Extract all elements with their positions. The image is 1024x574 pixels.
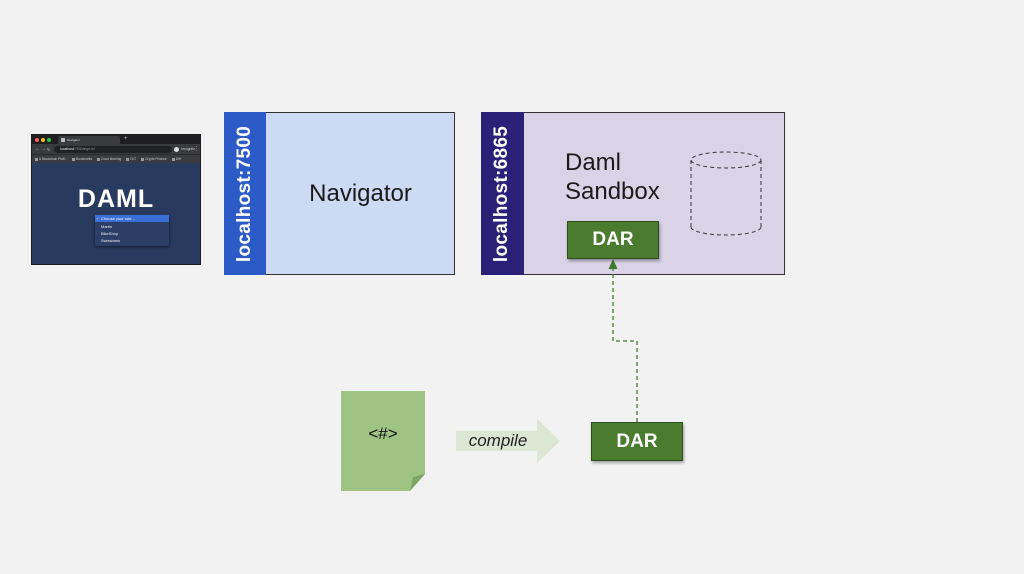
browser-tab-bar: Navigator + [32,135,200,144]
sandbox-title-line1: Daml [565,149,622,176]
role-option: Swissbank [101,238,121,244]
output-dar-box: DAR [591,422,683,461]
daml-logo: DAML [77,185,155,213]
compile-arrow [456,419,560,463]
navigator-title: Navigator [309,180,412,207]
browser-screenshot: Navigator + ← → ↻ localhost:7500/sign-in… [31,134,201,265]
new-tab-icon: + [124,136,128,142]
role-dropdown: Choose your role... Martin BikeShop Swis… [95,214,169,246]
incognito-label: Incognito [181,147,196,151]
browser-tab-title: Navigator [67,138,80,142]
url-field: localhost:7500/sign-in/ [54,145,172,153]
sandbox-port-band: localhost:6865 [481,112,524,275]
minimize-window-icon [41,138,45,142]
bookmark-item: DLT [126,155,136,163]
deploy-connector [608,259,638,422]
bookmarks-bar: A Blockchain Platf... Bookmarks Good Mor… [32,154,200,163]
sandbox-title: Daml Sandbox [565,148,660,206]
sandbox-title-line2: Sandbox [565,178,660,205]
url-path: :7500/sign-in/ [73,146,95,151]
tab-favicon-icon [61,138,65,142]
bookmark-item: A Blockchain Platf... [35,155,67,163]
role-option: Martin [101,223,113,229]
source-file-icon [341,391,425,491]
compile-label: compile [468,431,528,450]
role-option: Choose your role... [95,215,169,223]
bookmark-item: Crypto Finance [141,155,167,163]
incognito-icon [174,146,179,152]
back-icon: ← [35,146,40,152]
browser-tab: Navigator [58,136,120,144]
bookmark-item: DIH [172,155,182,163]
bookmark-item: Bookmarks [72,155,92,163]
forward-icon: → [41,146,46,152]
menu-icon: ⋮ [194,146,199,152]
connector-arrowhead-icon [608,259,618,269]
bookmark-item: Good Morning [97,155,121,163]
incognito-badge: Incognito [174,145,195,153]
reload-icon: ↻ [47,147,51,152]
url-host: localhost [60,146,74,151]
browser-address-bar: ← → ↻ localhost:7500/sign-in/ Incognito … [32,144,200,154]
sandbox-dar-box: DAR [567,221,659,259]
navigator-port-band: localhost:7500 [224,112,266,275]
database-icon [690,151,762,236]
role-option: BikeShop [101,230,119,236]
close-window-icon [35,138,39,142]
source-file-label: <#> [368,424,398,443]
maximize-window-icon [47,138,51,142]
